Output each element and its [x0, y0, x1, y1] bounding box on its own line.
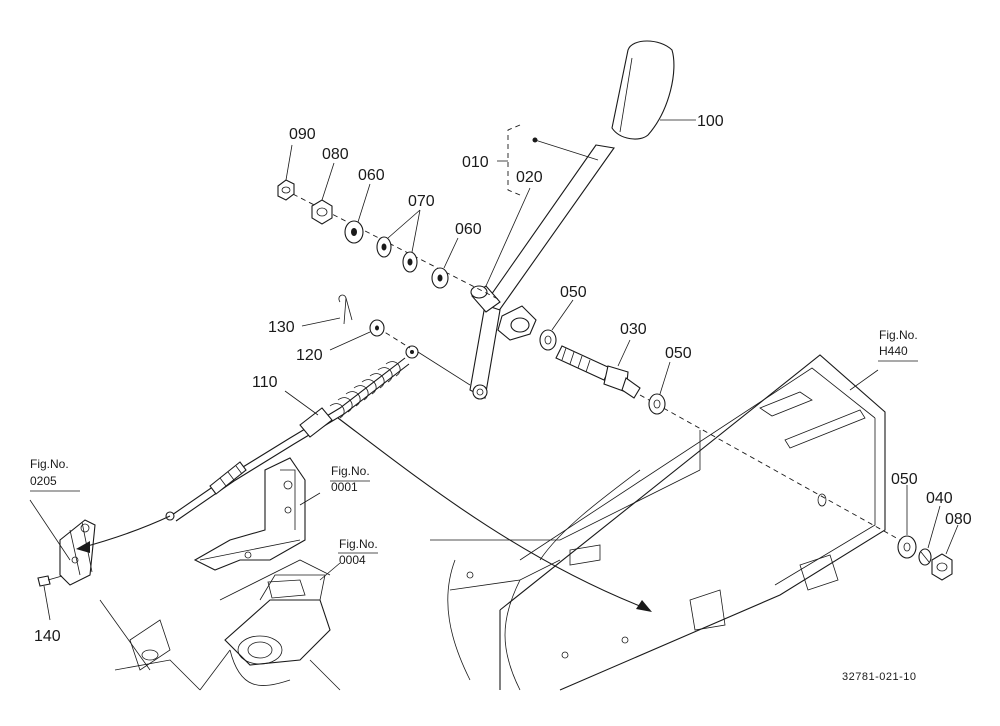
label-100: 100 [697, 113, 724, 130]
cable-route-arrowhead-right [636, 600, 652, 612]
casting-fig-0004 [199, 559, 341, 691]
figref-0004-title: Fig.No. [339, 537, 378, 551]
spring-washer-040 [918, 548, 932, 566]
pin-140 [37, 575, 63, 587]
label-080-lower: 080 [945, 511, 972, 528]
label-120: 120 [296, 347, 323, 364]
washer-120 [369, 319, 385, 337]
label-020: 020 [516, 169, 543, 186]
nut-080-lower [931, 553, 953, 581]
figref-h440-title: Fig.No. [879, 328, 918, 342]
bracket-fig-0001 [193, 457, 306, 571]
washer-060-lower [431, 267, 449, 289]
shift-lever-010 [469, 144, 615, 400]
figref-0001-title: Fig.No. [331, 464, 370, 478]
label-060-lower: 060 [455, 221, 482, 238]
label-050-lower: 050 [891, 471, 918, 488]
label-110: 110 [252, 374, 278, 391]
figref-0205-number: 0205 [30, 474, 57, 488]
pivot-bolt-030 [555, 345, 641, 399]
washer-070-b [402, 251, 418, 273]
figref-0004-number: 0004 [339, 553, 366, 567]
figref-0205-title: Fig.No. [30, 457, 69, 471]
figref-0001-number: 0001 [331, 480, 358, 494]
cable-route-arrow-right [337, 417, 651, 611]
lever-assembly-fig-0205 [59, 519, 201, 691]
label-030: 030 [620, 321, 647, 338]
label-140: 140 [34, 628, 61, 645]
drawing-code: 32781-021-10 [842, 671, 917, 683]
washer-060-upper [344, 220, 364, 244]
cable-assembly-110 [165, 345, 471, 522]
assembly-axis-right [639, 394, 901, 541]
nut-080-upper [311, 199, 333, 225]
frame-h440-outline [430, 354, 886, 691]
label-080-upper: 080 [322, 146, 349, 163]
cable-route-arrowhead-left [76, 541, 90, 553]
label-130: 130 [268, 319, 295, 336]
washer-050-mid [648, 393, 666, 415]
label-090: 090 [289, 126, 316, 143]
split-pin-130 [338, 294, 353, 325]
label-050-mid: 050 [665, 345, 692, 362]
label-060-upper: 060 [358, 167, 385, 184]
washer-050-lower [897, 535, 917, 559]
washer-070-a [376, 236, 392, 258]
nut-090 [277, 179, 295, 201]
lever-grip-100 [611, 40, 675, 140]
assembly-axis-clevis [377, 327, 411, 349]
label-010: 010 [462, 154, 489, 171]
label-070: 070 [408, 193, 435, 210]
figref-h440-number: H440 [879, 344, 908, 358]
collar-020 [470, 285, 501, 313]
label-040: 040 [926, 490, 953, 507]
leader-lines [29, 119, 959, 621]
dashed-bracket-010 [507, 124, 599, 196]
label-050-upper: 050 [560, 284, 587, 301]
washer-050-upper [539, 329, 557, 351]
